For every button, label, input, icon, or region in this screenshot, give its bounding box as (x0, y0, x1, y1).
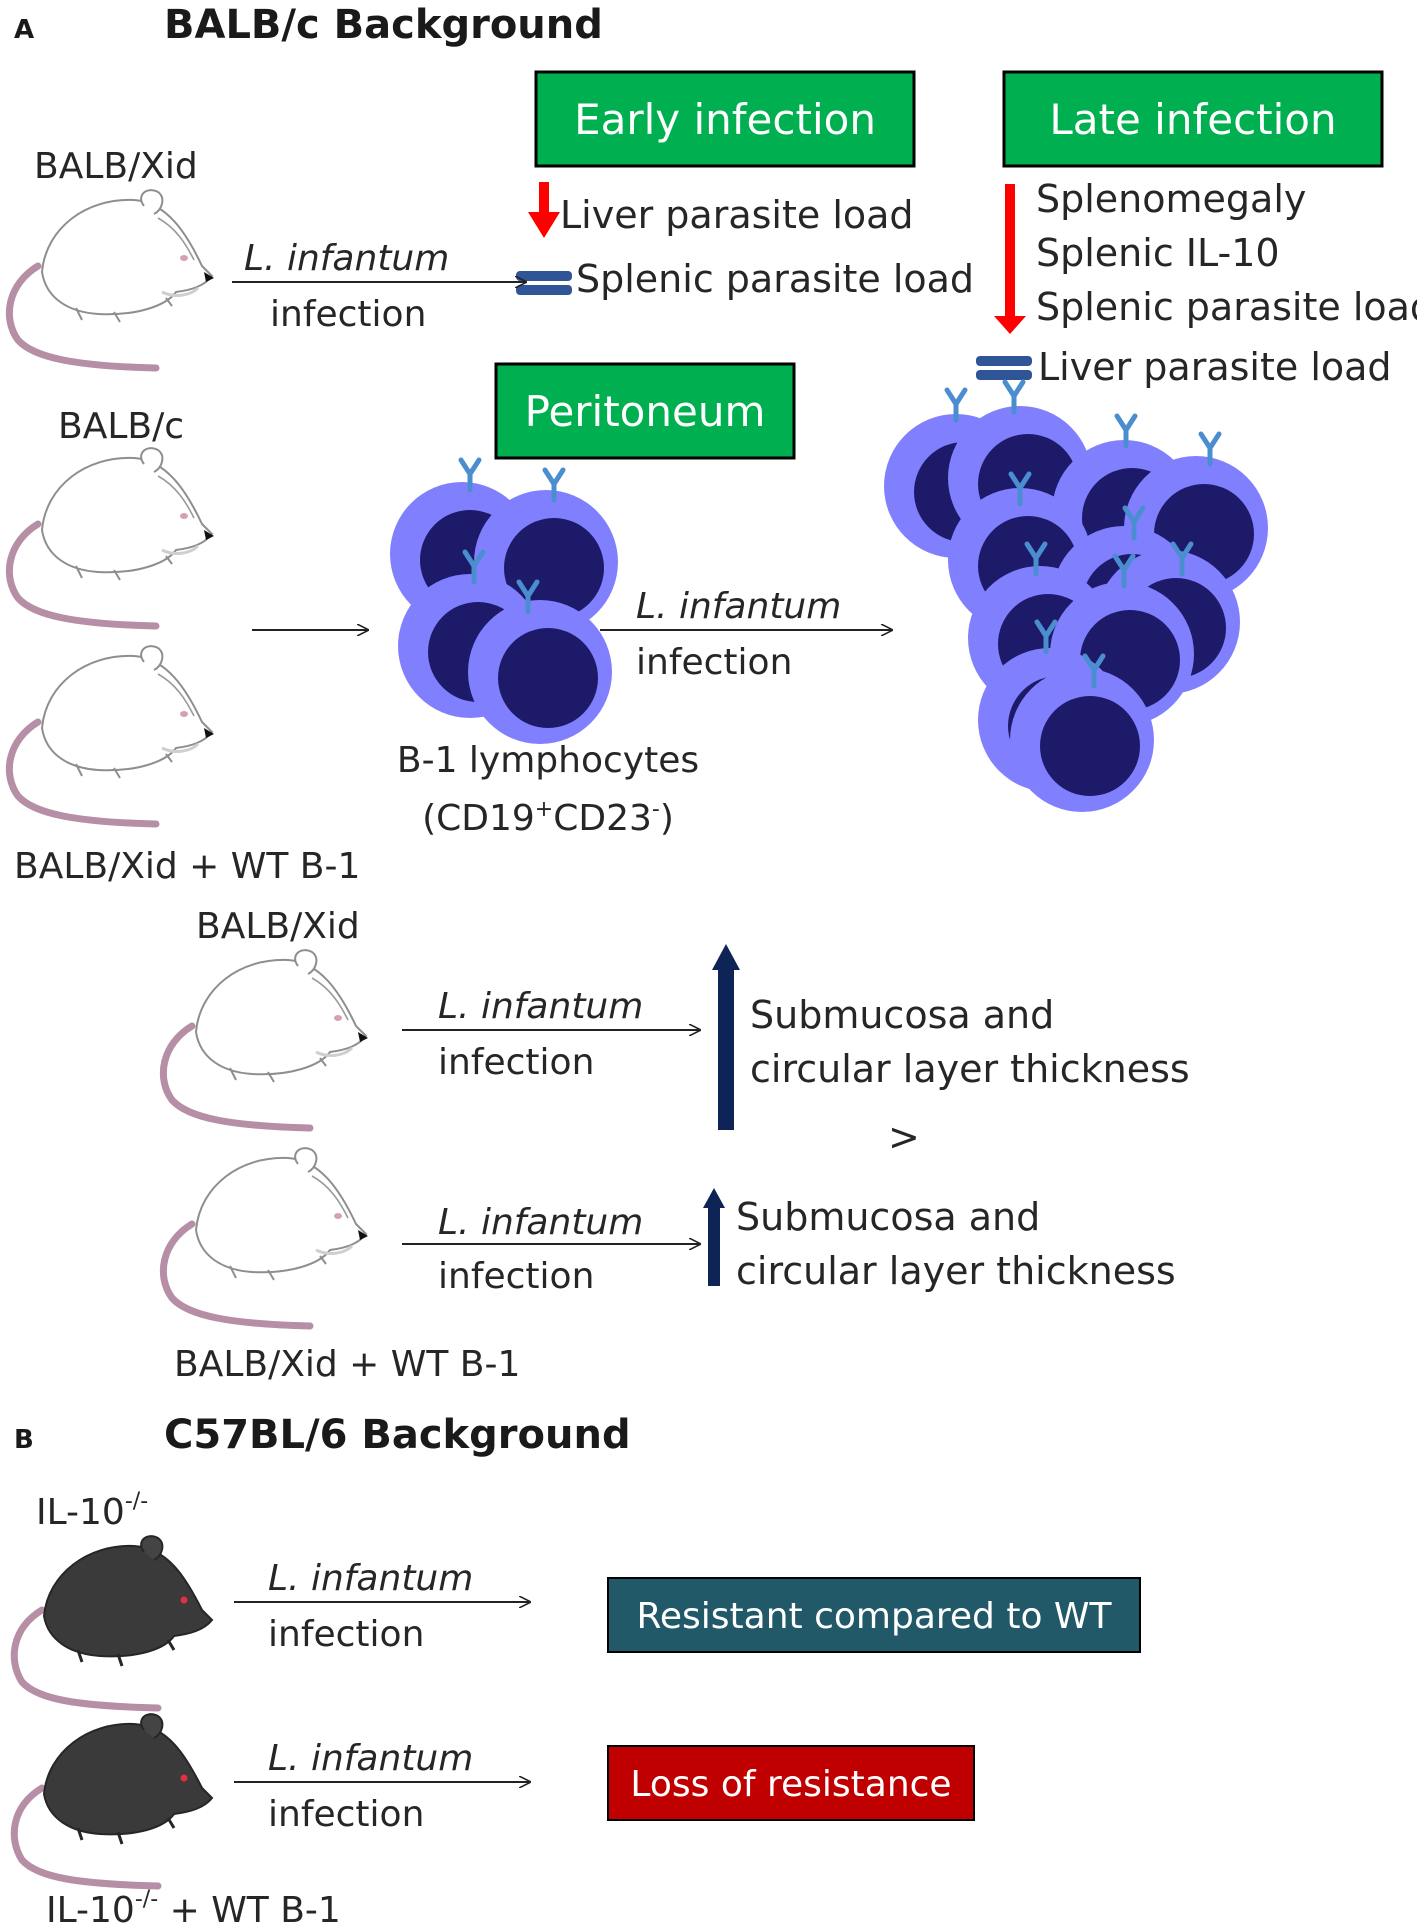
resistant-box (607, 1577, 1141, 1653)
b1-marker-label: (CD19+CD23-) (422, 797, 674, 839)
b1-lymphocytes-label: B-1 lymphocytes (397, 740, 699, 781)
infection-species: L. infantum (268, 1738, 473, 1779)
panel-a-title: BALB/c Background (164, 2, 603, 48)
mouse-label-balb-xid-wt-b1-2: BALB/Xid + WT B-1 (174, 1344, 520, 1385)
infection-species: L. infantum (244, 238, 449, 279)
loss-of-resistance-label: Loss of resistance (630, 1764, 951, 1805)
submucosa-line2: circular layer thickness (736, 1249, 1176, 1293)
infection-species: L. infantum (438, 1202, 643, 1243)
infection-species: L. infantum (636, 586, 841, 627)
b1-cell-icon (1010, 668, 1154, 812)
peritoneum-label: Peritoneum (525, 387, 766, 436)
mouse-label-balb-c: BALB/c (58, 406, 184, 447)
white-mouse-icon (9, 448, 214, 626)
panel-b-title: C57BL/6 Background (164, 1412, 631, 1458)
white-mouse-icon (163, 950, 368, 1128)
white-mouse-icon (9, 646, 214, 824)
mouse-label-balb-xid: BALB/Xid (34, 146, 198, 187)
early-infection-label: Early infection (574, 95, 876, 144)
infection-word: infection (268, 1794, 424, 1835)
late-item-splenic-load: Splenic parasite load (1036, 285, 1417, 329)
peritoneum-box (494, 362, 796, 460)
late-infection-label: Late infection (1049, 95, 1336, 144)
resistant-label: Resistant compared to WT (636, 1596, 1112, 1637)
infection-species: L. infantum (438, 986, 643, 1027)
greater-than-sign: > (888, 1115, 920, 1159)
early-infection-box (534, 70, 916, 168)
infection-word: infection (438, 1256, 594, 1297)
mouse-label-il10-ko-wt-b1: IL-10-/- + WT B-1 (46, 1887, 341, 1928)
early-liver-load: Liver parasite load (560, 193, 914, 237)
submucosa-line1: Submucosa and (750, 993, 1054, 1037)
infection-word: infection (270, 294, 426, 335)
submucosa-line2: circular layer thickness (750, 1047, 1190, 1091)
equal-bars-icon (516, 271, 572, 295)
late-item-splenic-il10: Splenic IL-10 (1036, 231, 1280, 275)
mouse-label-il10-ko: IL-10-/- (36, 1489, 148, 1533)
red-down-arrow-icon (994, 184, 1026, 334)
infection-word: infection (438, 1042, 594, 1083)
black-mouse-icon (14, 1714, 212, 1886)
navy-up-arrow-icon (703, 1188, 725, 1286)
panel-b-letter: B (14, 1425, 34, 1455)
loss-of-resistance-box (607, 1745, 975, 1821)
b1-cell-icon (468, 600, 612, 744)
red-down-arrow-icon (528, 182, 560, 238)
late-liver-load: Liver parasite load (1038, 345, 1392, 389)
b1-cell-cluster-peritoneum (390, 460, 618, 744)
equal-bars-icon (976, 356, 1032, 380)
infection-word: infection (268, 1614, 424, 1655)
early-splenic-load: Splenic parasite load (576, 257, 974, 301)
mouse-label-balb-xid-wt-b1: BALB/Xid + WT B-1 (14, 846, 360, 887)
b1-cell-cluster-expanded (884, 382, 1268, 812)
infection-word: infection (636, 642, 792, 683)
panel-a-letter: A (14, 15, 34, 45)
submucosa-line1: Submucosa and (736, 1195, 1040, 1239)
white-mouse-icon (9, 190, 214, 368)
late-item-splenomegaly: Splenomegaly (1036, 177, 1306, 221)
late-infection-box (1002, 70, 1384, 168)
infection-species: L. infantum (268, 1558, 473, 1599)
white-mouse-icon (163, 1148, 368, 1326)
navy-up-arrow-icon (712, 944, 740, 1130)
black-mouse-icon (14, 1536, 212, 1708)
mouse-label-balb-xid-2: BALB/Xid (196, 906, 360, 947)
